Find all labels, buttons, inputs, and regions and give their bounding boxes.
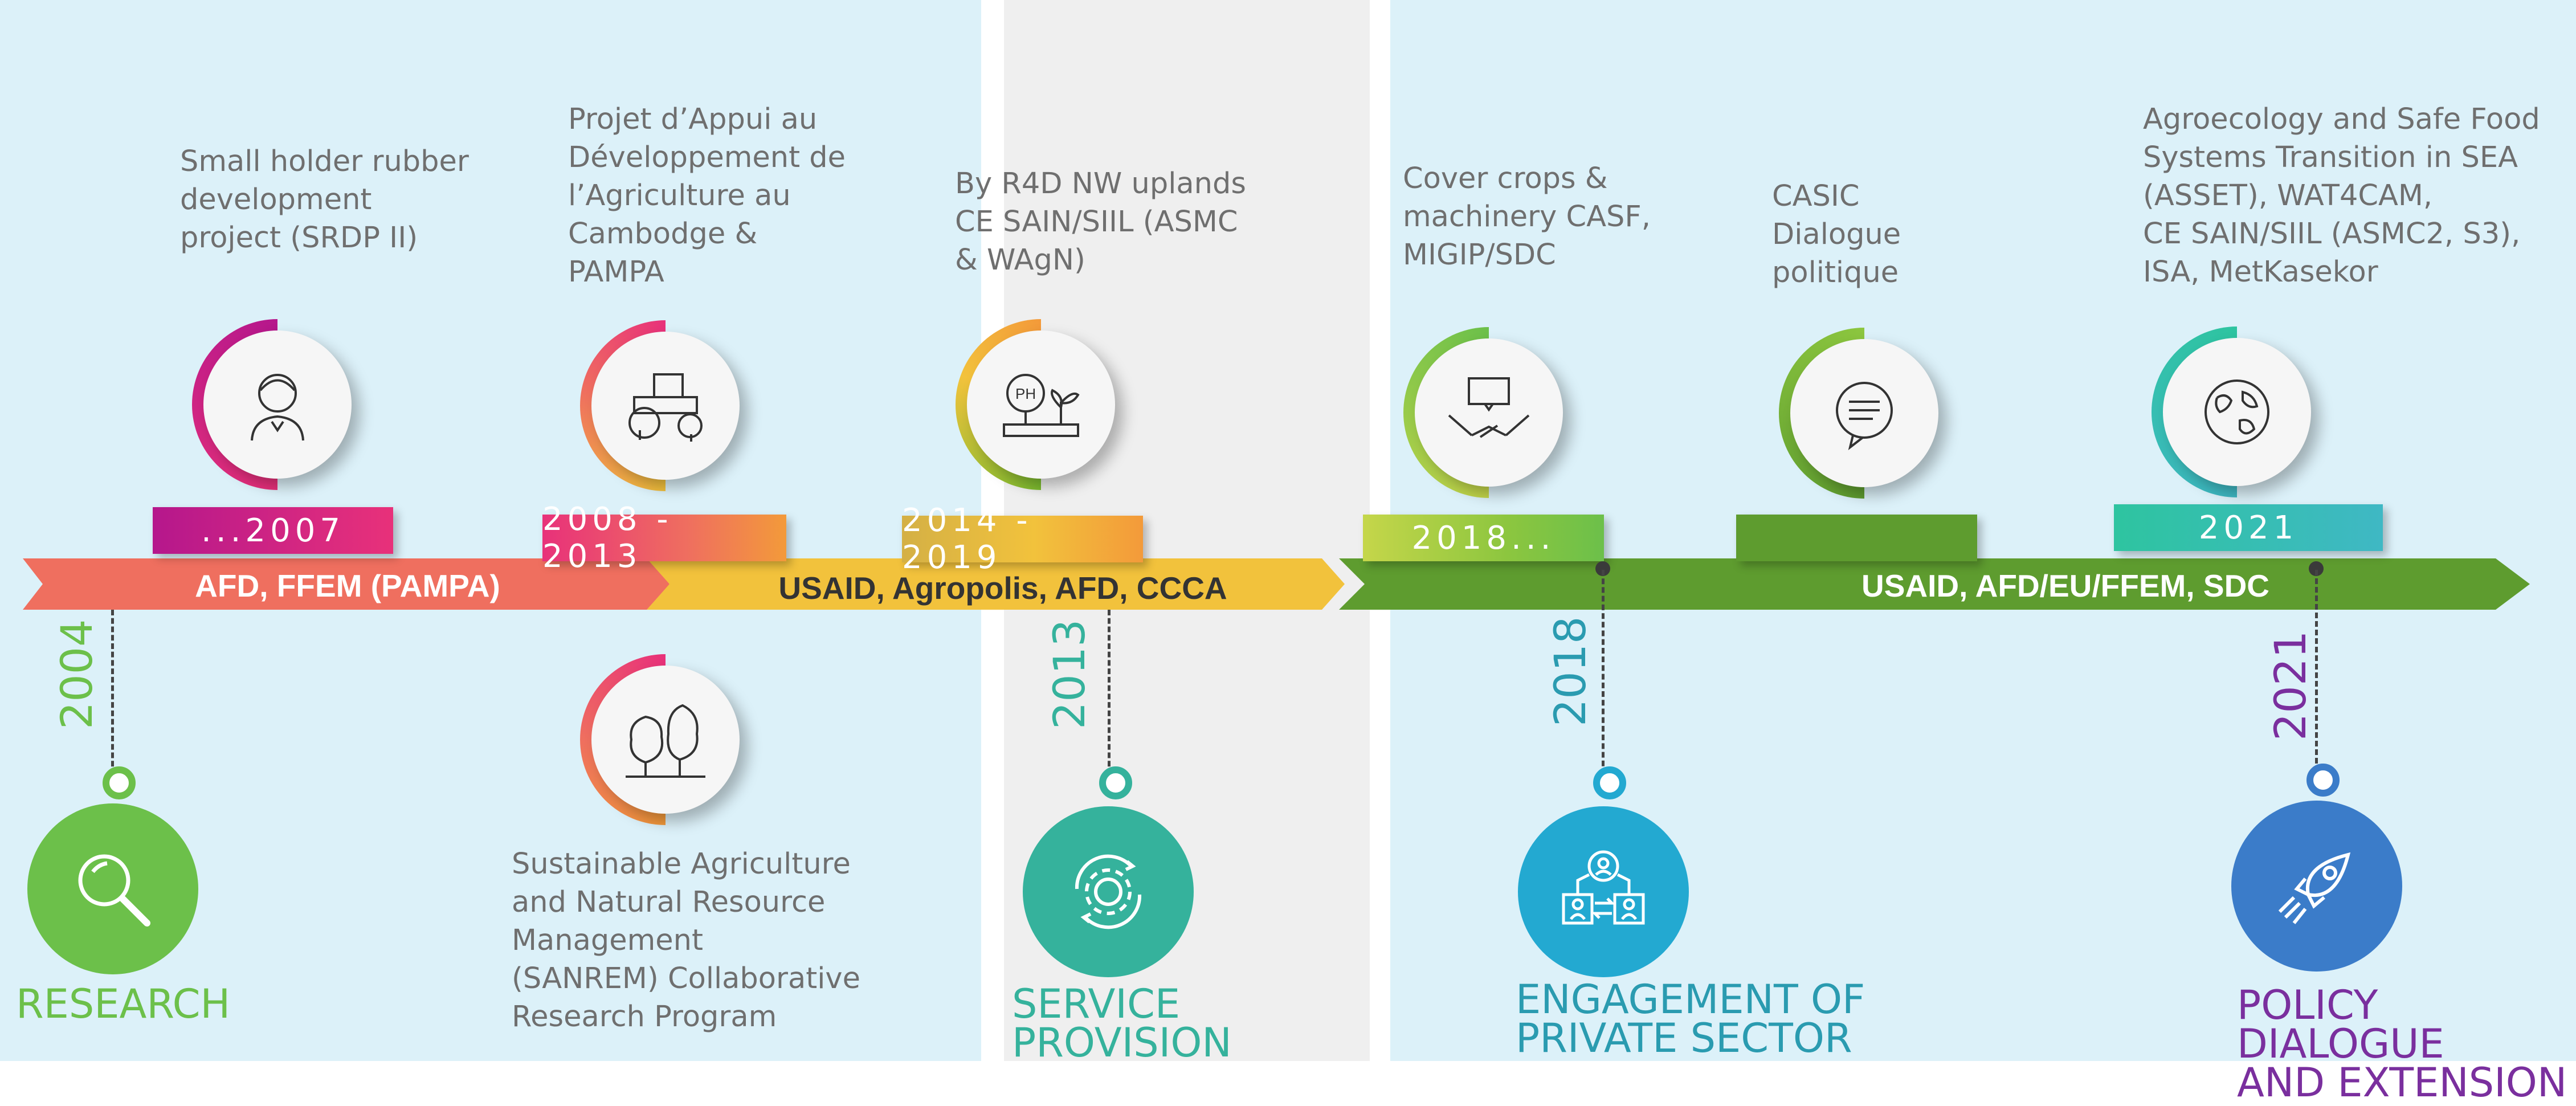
timeline-connector [1108,610,1111,775]
phase-category: POLICY DIALOGUE AND EXTENSION [2237,982,2567,1106]
phase-circle-service [1023,806,1194,977]
milestone-description: Cover crops & machinery CASF, MIGIP/SDC [1403,162,1651,272]
arrow-label: USAID, Agropolis, AFD, CCCA [778,570,1227,606]
timeline-pin [1099,766,1132,799]
phase-circle-research [27,803,198,974]
period-label: 2008 - 2013 [542,501,786,575]
arrow-segment-yellow [647,558,1345,610]
rocket-icon [2278,852,2351,924]
timeline-connector [1602,570,1605,775]
phase-category: SERVICE PROVISION [1012,981,1232,1066]
milestone-icon-circle [203,330,352,479]
milestone-description: CASIC Dialogue politique [1772,179,1901,289]
milestone-icon-circle [2163,338,2311,486]
timeline-connector [111,610,114,775]
phase-year: 2021 [2265,630,2316,741]
milestone-icon-circle [591,666,740,814]
phase-circle-engagement [1518,806,1689,977]
milestone-description: By R4D NW uplands CE SAIN/SIIL (ASMC & W… [955,167,1246,277]
milestone-description: Agroecology and Safe Food Systems Transi… [2143,103,2540,289]
handshake-dialogue-icon [1448,377,1530,438]
milestone-icon-circle: PH [967,330,1115,479]
phase-category: RESEARCH [16,981,231,1027]
globe-icon [2204,379,2269,444]
phase-category: ENGAGEMENT OF PRIVATE SECTOR [1516,976,1865,1062]
tractor-icon [628,373,703,442]
timeline-connector [2315,570,2318,772]
timeline-pin [1593,766,1626,799]
milestone-icon-circle [591,332,740,480]
milestone-description: Projet d’Appui au Développement de l’Agr… [568,103,846,289]
milestone-description: Sustainable Agriculture and Natural Reso… [512,847,860,1034]
period-label: ...2007 [153,507,393,554]
arrow-segment-green [1339,558,2530,610]
magnifier-icon [78,854,150,927]
timeline-arrows [23,558,2530,610]
period-label: 2021 [2114,504,2383,551]
trees-icon [626,704,705,778]
phase-year: 2004 [51,619,102,729]
phase-circle-policy [2231,801,2402,972]
timeline-pin [2306,764,2340,797]
arrow-label: AFD, FFEM (PAMPA) [195,568,500,603]
milestone-icon-circle [1790,339,1938,487]
period-label: 2018... [1363,515,1604,561]
timeline-pin [103,766,136,799]
svg-text:PH: PH [1015,385,1036,402]
milestone-icon-circle [1415,338,1563,487]
period-label: 2014 - 2019 [902,502,1143,576]
phase-year: 2013 [1044,619,1095,729]
period-label [1736,515,1977,561]
arrow-label: USAID, AFD/EU/FFEM, SDC [1861,568,2270,603]
soil-ph-plant-icon: PH [1003,374,1080,437]
arrow-segment-red [23,558,669,610]
milestone-description: Small holder rubber development project … [180,145,469,255]
gear-cycle-icon [1075,854,1142,929]
person-icon [251,374,304,441]
network-people-icon [1562,850,1645,925]
phase-year: 2018 [1545,616,1595,727]
speech-bubble-icon [1836,382,1893,450]
